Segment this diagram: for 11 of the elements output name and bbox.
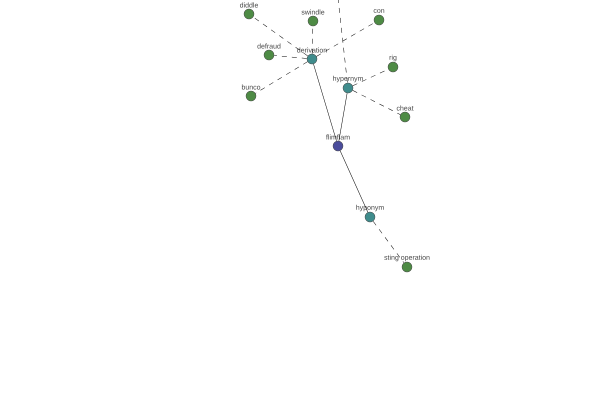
connector-line	[253, 16, 308, 56]
connector-line	[372, 220, 404, 264]
connector-line	[338, 0, 348, 84]
connector-line	[312, 26, 314, 54]
connector-line	[274, 55, 308, 59]
connector-line	[338, 92, 348, 142]
connector-line	[313, 64, 337, 142]
connector-line	[255, 61, 308, 94]
connector-line	[352, 90, 401, 115]
connector-line	[340, 150, 368, 212]
connector-line	[316, 22, 375, 57]
